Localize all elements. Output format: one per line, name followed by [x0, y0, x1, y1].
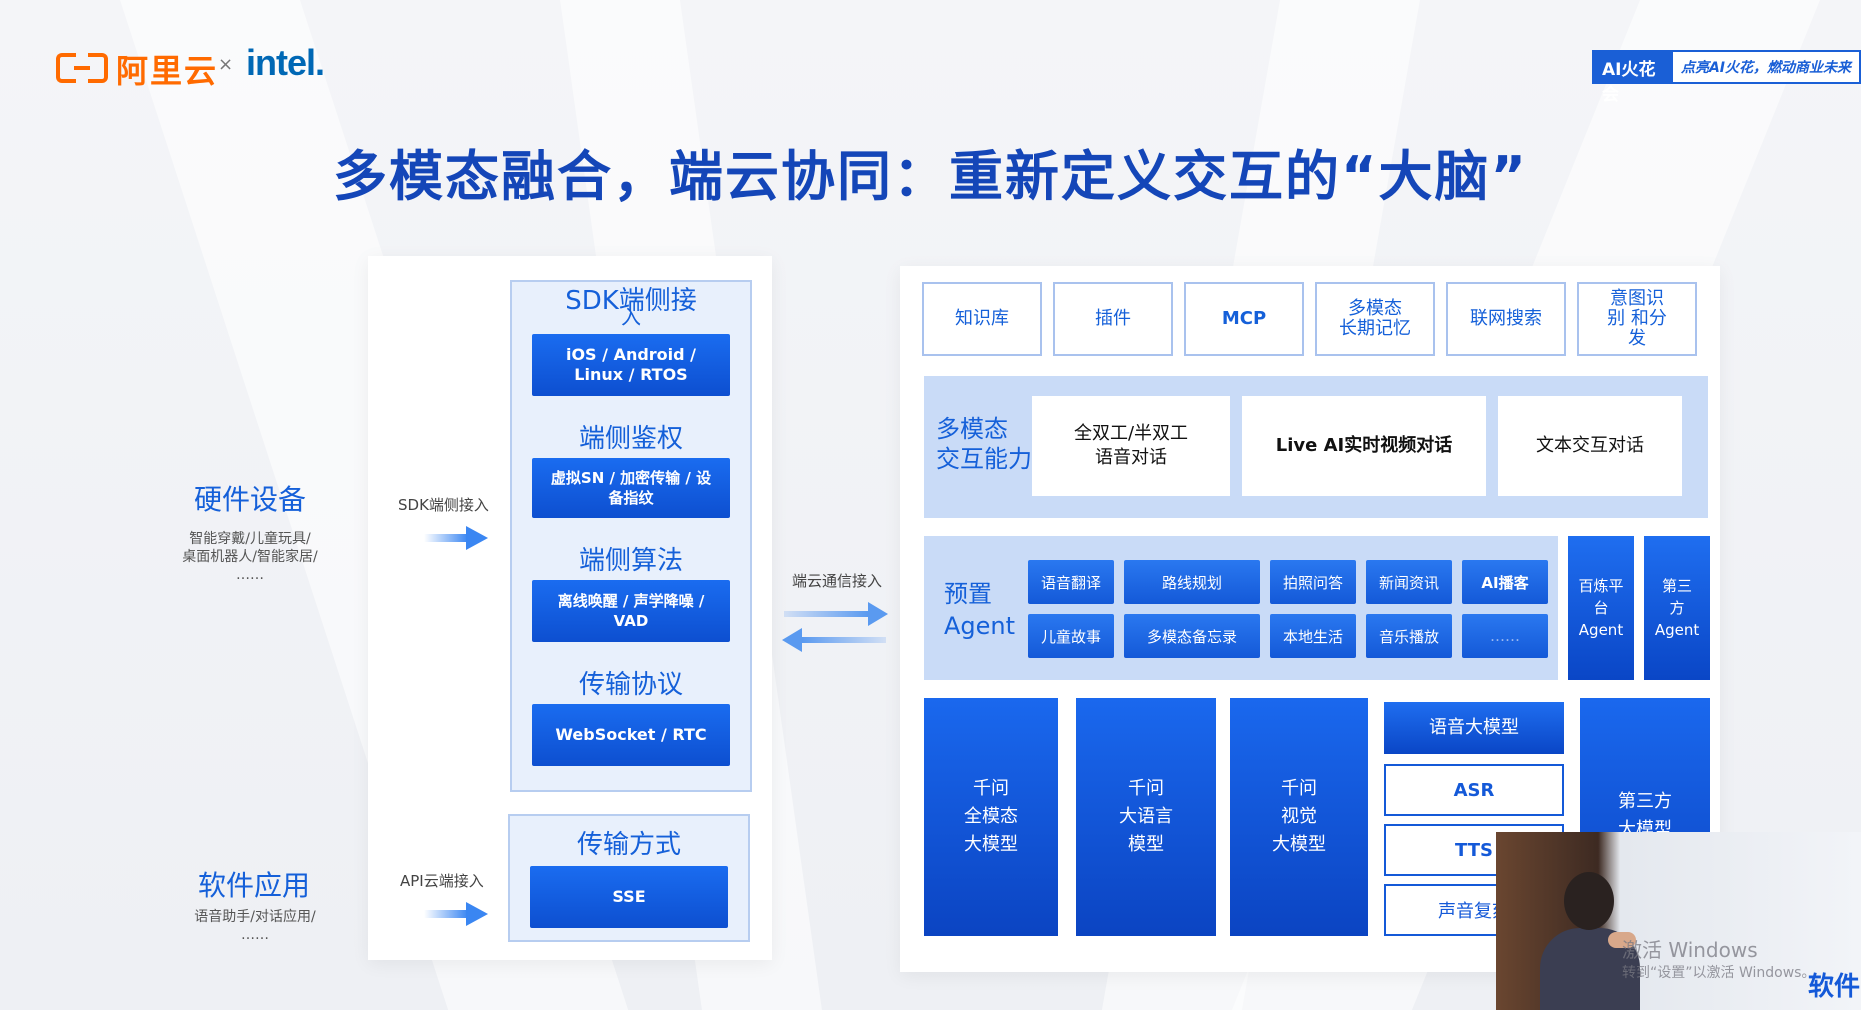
- software-desc-line: 语音助手/对话应用/: [194, 909, 316, 925]
- preset-agent-band: [924, 536, 1558, 680]
- software-title: 软件应用: [197, 869, 310, 902]
- platform-button: iOS / Android / Linux / RTOS: [532, 334, 730, 396]
- api-access-label: API云端接入: [400, 872, 484, 890]
- auth-title: 端侧鉴权: [578, 424, 683, 454]
- hardware-desc-line: 智能穿戴/儿童玩具/: [189, 531, 311, 547]
- arrow-left-icon: [782, 628, 886, 652]
- multimodal-title-line: 多模态: [936, 415, 1008, 443]
- preset-agent-title-line: Agent: [944, 612, 1016, 640]
- sdk-stack: SDK端侧接 入 iOS / Android / Linux / RTOS 端侧…: [510, 280, 752, 792]
- presenter-head: [1564, 872, 1614, 930]
- agent-photo-qa: 拍照问答: [1270, 560, 1356, 604]
- logo-separator: ×: [218, 54, 234, 75]
- transfer-method-box: 传输方式 SSE: [508, 814, 750, 942]
- text-dialog-card: 文本交互对话: [1498, 396, 1682, 496]
- edge-cloud-label: 端云通信接入: [792, 572, 883, 590]
- presenter-hand: [1608, 932, 1636, 948]
- voice-dialog-card: 全双工/半双工 语音对话: [1032, 396, 1230, 496]
- tool-mcp: MCP: [1184, 282, 1304, 356]
- software-desc-line: ……: [241, 927, 269, 943]
- hardware-desc: 智能穿戴/儿童玩具/ 桌面机器人/智能家居/ ……: [160, 530, 340, 584]
- third-party-agent: 第三方 Agent: [1644, 536, 1710, 680]
- tool-web-search: 联网搜索: [1446, 282, 1566, 356]
- hardware-desc-line: 桌面机器人/智能家居/: [182, 549, 318, 565]
- agent-multimodal-memo: 多模态备忘录: [1124, 614, 1260, 658]
- sdk-arrow-icon: [424, 526, 488, 550]
- agent-news: 新闻资讯: [1366, 560, 1452, 604]
- agent-more: ……: [1462, 614, 1548, 658]
- agent-route-planning: 路线规划: [1124, 560, 1260, 604]
- method-title: 传输方式: [576, 830, 681, 860]
- event-badge: AI火花会 点亮AI火花，燃动商业未来: [1592, 50, 1861, 105]
- sse-button: SSE: [530, 866, 728, 928]
- tool-knowledge-base: 知识库: [922, 282, 1042, 356]
- hardware-title: 硬件设备: [193, 483, 306, 516]
- background-slide-text: 软件: [1808, 972, 1861, 1002]
- software-desc: 语音助手/对话应用/ ……: [170, 908, 340, 944]
- protocol-title: 传输协议: [578, 670, 683, 700]
- hardware-desc-line: ……: [236, 567, 264, 583]
- arrow-right-icon: [784, 602, 888, 626]
- tool-long-term-memory: 多模态 长期记忆: [1315, 282, 1435, 356]
- algo-title: 端侧算法: [578, 546, 683, 576]
- sdk-title: SDK端侧接: [565, 286, 697, 316]
- protocol-button: WebSocket / RTC: [532, 704, 730, 766]
- qwen-llm-model: 千问 大语言 模型: [1076, 698, 1216, 936]
- tool-intent-routing: 意图识别 和分发: [1577, 282, 1697, 356]
- slide-title: 多模态融合，端云协同：重新定义交互的“大脑”: [333, 145, 1528, 208]
- activate-windows-watermark: 激活 Windows: [1622, 938, 1758, 962]
- multimodal-title: 多模态 交互能力: [936, 414, 1032, 474]
- api-arrow-icon: [424, 902, 488, 926]
- agent-music: 音乐播放: [1366, 614, 1452, 658]
- agent-kids-story: 儿童故事: [1028, 614, 1114, 658]
- agent-translate: 语音翻译: [1028, 560, 1114, 604]
- intel-logo: intel.: [246, 42, 325, 83]
- aliyun-mark-icon: [56, 53, 108, 85]
- activate-windows-hint: 转到“设置”以激活 Windows。: [1622, 965, 1816, 981]
- event-badge-slogan: 点亮AI火花，燃动商业未来: [1680, 60, 1851, 76]
- event-badge-name: AI火花会: [1594, 52, 1673, 105]
- presenter-video-overlay: 激活 Windows 转到“设置”以激活 Windows。 软件: [1496, 832, 1861, 1010]
- presenter-figure: [1530, 872, 1650, 1010]
- agent-local-life: 本地生活: [1270, 614, 1356, 658]
- multimodal-title-line: 交互能力: [936, 445, 1032, 473]
- algo-button: 离线唤醒 / 声学降噪 / VAD: [532, 580, 730, 642]
- sdk-title-wrap: 入: [621, 305, 641, 329]
- aliyun-logo: 阿里云: [56, 46, 218, 92]
- live-video-card: Live AI实时视频对话: [1242, 396, 1486, 496]
- tool-plugin: 插件: [1053, 282, 1173, 356]
- bailian-agent: 百炼平台 Agent: [1568, 536, 1634, 680]
- qwen-vision-model: 千问 视觉 大模型: [1230, 698, 1368, 936]
- aliyun-logo-text: 阿里云: [116, 52, 219, 90]
- qwen-omni-model: 千问 全模态 大模型: [924, 698, 1058, 936]
- agent-ai-podcast: AI播客: [1462, 560, 1548, 604]
- auth-button: 虚拟SN / 加密传输 / 设备指纹: [532, 458, 730, 518]
- preset-agent-title: 预置 Agent: [944, 578, 1015, 642]
- speech-model-header: 语音大模型: [1384, 702, 1564, 754]
- preset-agent-title-line: 预置: [944, 580, 992, 608]
- asr-box: ASR: [1384, 764, 1564, 816]
- sdk-access-label: SDK端侧接入: [398, 496, 489, 514]
